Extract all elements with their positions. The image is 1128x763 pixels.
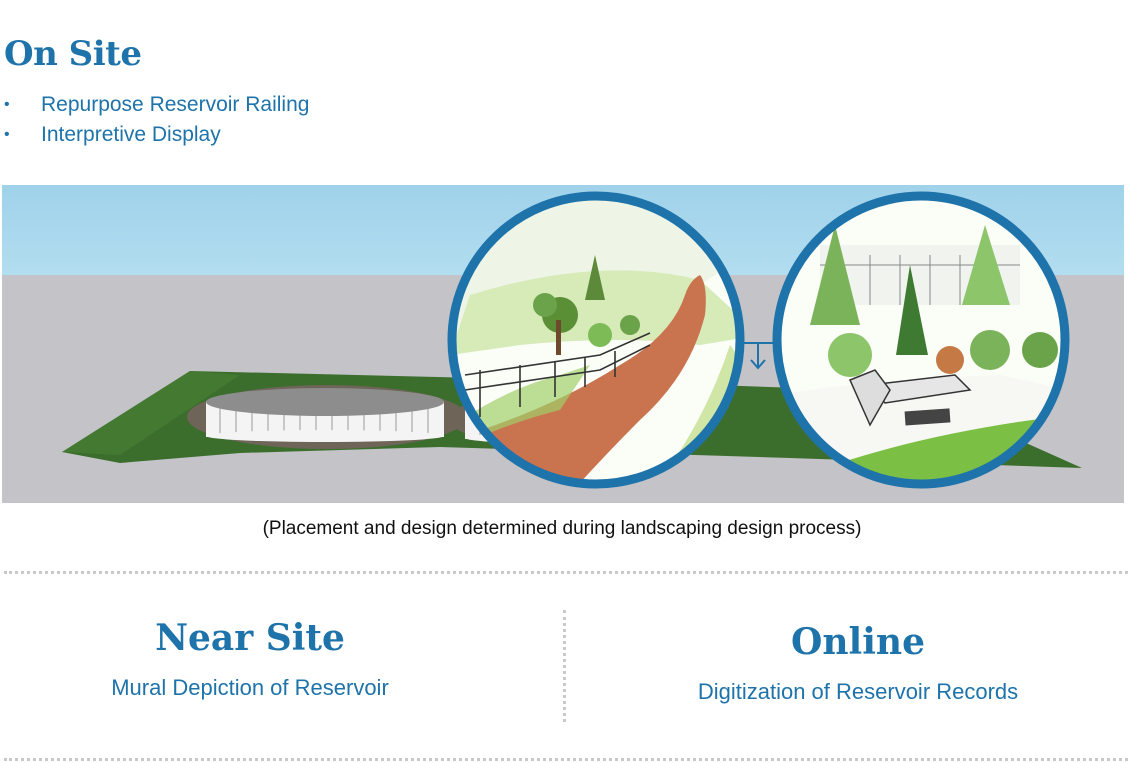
reservoir-scene [2,185,1124,503]
online-subtitle: Digitization of Reservoir Records [697,679,1019,704]
on-site-title: On Site [4,34,142,74]
scene-caption: (Placement and design determined during … [262,518,862,539]
bullet-icon: • [4,96,10,113]
near-site-subtitle: Mural Depiction of Reservoir [111,675,389,700]
near-site-title: Near Site [155,617,345,659]
on-site-item-label: Interpretive Display [41,123,221,146]
bullet-icon: • [4,126,10,143]
dotted-divider-bottom [4,758,1128,761]
dotted-divider-top [4,571,1128,574]
on-site-item-railing: • Repurpose Reservoir Railing [4,90,309,120]
dotted-divider-vertical [563,610,566,722]
on-site-list: • Repurpose Reservoir Railing • Interpreti… [4,90,309,150]
online-title: Online [791,621,925,663]
on-site-item-display: • Interpretive Display [4,120,309,150]
site-ground-shade [62,371,240,455]
reservoir-left [187,385,467,449]
on-site-item-label: Repurpose Reservoir Railing [41,93,310,116]
